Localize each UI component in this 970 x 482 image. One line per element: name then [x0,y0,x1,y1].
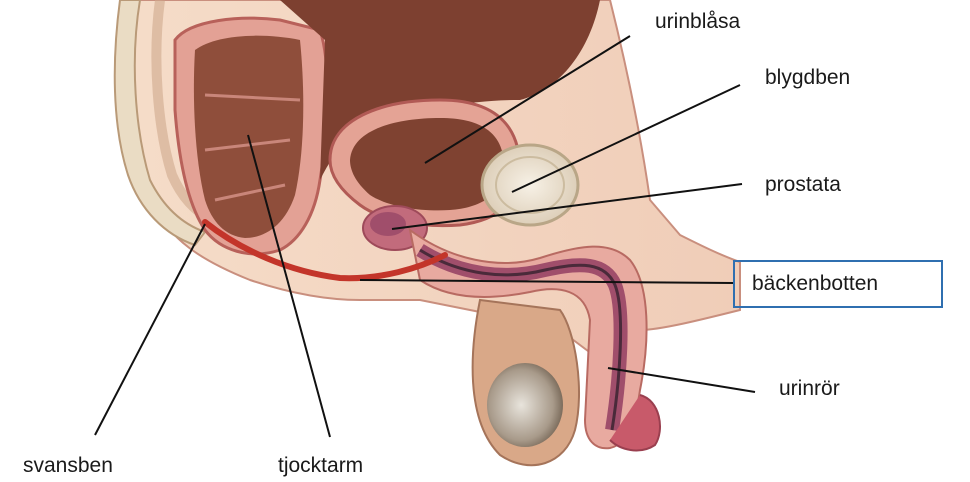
label-svansben: svansben [23,455,113,476]
label-urinror: urinrör [779,378,840,399]
label-blygdben: blygdben [765,67,850,88]
label-backenbotten: bäckenbotten [752,273,878,294]
label-prostata: prostata [765,174,841,195]
leader-svansben [95,224,205,435]
pubic-bone [482,145,578,225]
label-urinblasa: urinblåsa [655,11,740,32]
label-tjocktarm: tjocktarm [278,455,363,476]
colon [175,18,328,254]
scrotum [473,300,579,465]
